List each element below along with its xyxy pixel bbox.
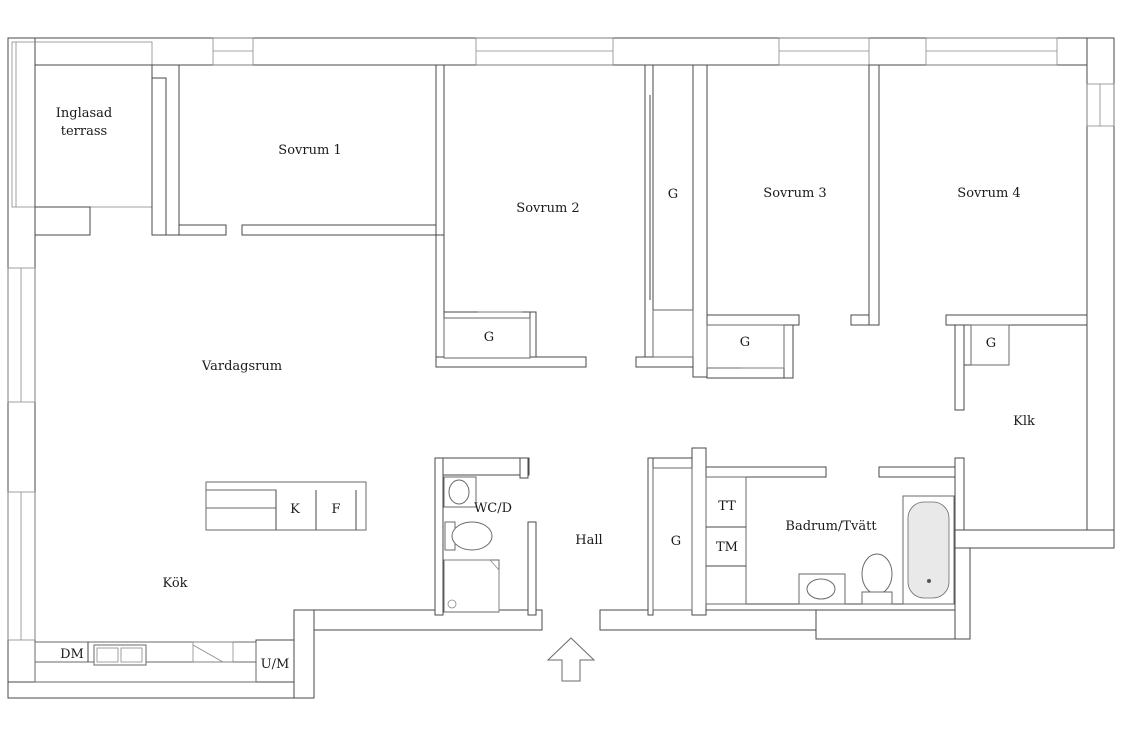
dishwasher-label: DM — [60, 647, 84, 662]
dryer-label: TT — [718, 499, 736, 514]
wardrobe-label: G — [740, 335, 750, 350]
kitchen-label: Kök — [162, 576, 187, 591]
wardrobe-label: G — [986, 336, 996, 351]
bedroom-4-label: Sovrum 4 — [957, 186, 1020, 201]
wardrobe-label: G — [671, 534, 681, 549]
wc-label: WC/D — [474, 501, 512, 516]
bedroom-3-label: Sovrum 3 — [763, 186, 826, 201]
walk-in-closet-label: Klk — [1013, 414, 1035, 429]
living-room-label: Vardagsrum — [201, 359, 282, 374]
fridge-label: K — [290, 502, 300, 517]
bedroom-1-label: Sovrum 1 — [278, 143, 341, 158]
wardrobe-label: G — [668, 187, 678, 202]
terrace-label-line2: terrass — [61, 124, 107, 139]
storage-labels: G G G G G K F DM U/M TT TM — [60, 187, 996, 672]
oven-microwave-label: U/M — [261, 657, 290, 672]
hall-label: Hall — [575, 533, 602, 548]
bedroom-2-label: Sovrum 2 — [516, 201, 579, 216]
terrace-label-line1: Inglasad — [56, 106, 112, 121]
washer-label: TM — [716, 540, 738, 555]
room-labels: Inglasad terrass Sovrum 1 Sovrum 2 Sovru… — [56, 106, 1035, 591]
outer-walls — [7, 37, 1115, 699]
wardrobe-label: G — [484, 330, 494, 345]
interior-walls — [34, 64, 1088, 683]
sanitary-fixtures — [443, 476, 955, 613]
fittings — [34, 95, 1010, 683]
entrance-arrow-icon — [546, 637, 596, 682]
bathroom-label: Badrum/Tvätt — [785, 519, 877, 534]
freezer-label: F — [331, 502, 340, 517]
